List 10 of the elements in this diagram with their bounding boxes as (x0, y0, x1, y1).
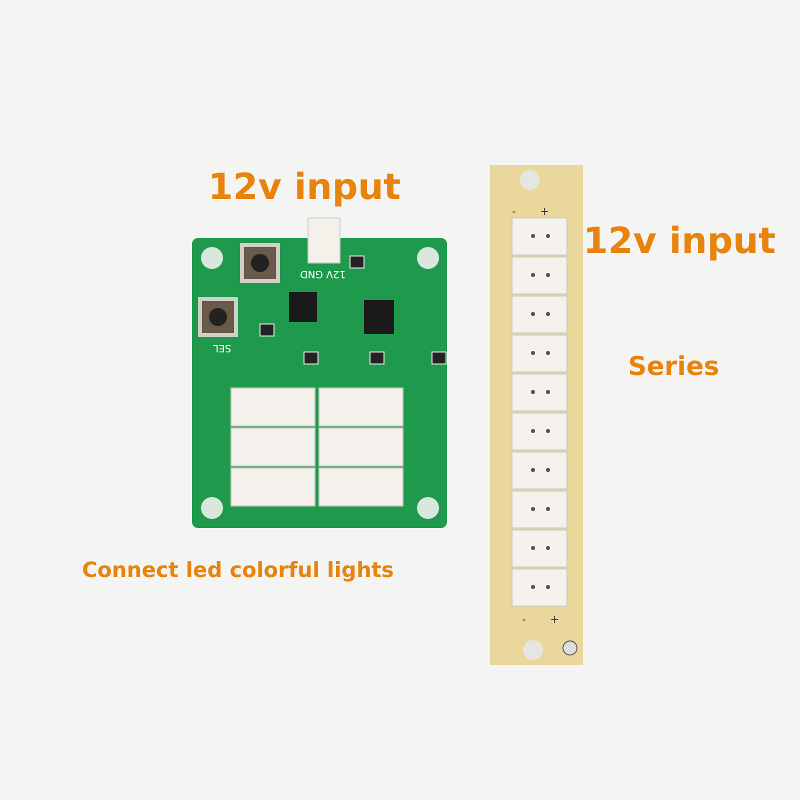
polarity-mark: + (540, 206, 550, 217)
polarity-mark: + (550, 614, 560, 625)
callout-label: Connect led colorful lights (82, 560, 394, 581)
polarity-mark: - (522, 614, 526, 625)
polarity-mark: - (512, 206, 516, 217)
callout-label: Series (628, 354, 720, 380)
callout-label: 12v input (208, 170, 401, 206)
silkscreen-label: 12V GND (300, 268, 346, 278)
silkscreen-label: SEL (213, 342, 232, 352)
callout-label: 12v input (583, 224, 776, 260)
